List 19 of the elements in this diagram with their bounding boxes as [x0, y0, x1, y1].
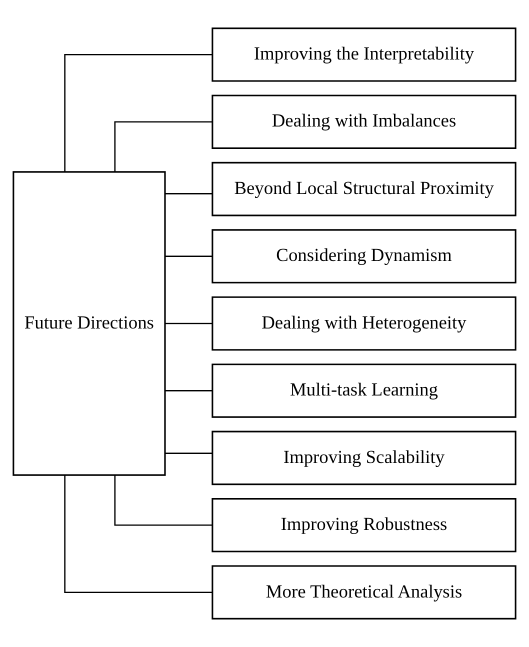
node-box: Beyond Local Structural Proximity — [212, 162, 516, 216]
node-box: Dealing with Imbalances — [212, 94, 516, 149]
connector — [165, 390, 212, 392]
node-box: Considering Dynamism — [212, 229, 516, 284]
connector — [64, 54, 212, 172]
node-box: Improving the Interpretability — [212, 27, 516, 82]
node-box: Multi-task Learning — [212, 364, 516, 418]
node-box: Future Directions — [12, 171, 166, 476]
node-box: More Theoretical Analysis — [212, 565, 516, 620]
connector — [165, 452, 212, 454]
connector — [114, 475, 212, 526]
connector — [165, 322, 212, 324]
node-box: Dealing with Heterogeneity — [212, 296, 516, 351]
connector — [64, 475, 212, 594]
node-box: Improving Robustness — [212, 498, 516, 552]
connector — [165, 193, 212, 194]
connector — [165, 256, 212, 257]
node-box: Improving Scalability — [212, 430, 516, 486]
connector — [114, 121, 212, 172]
